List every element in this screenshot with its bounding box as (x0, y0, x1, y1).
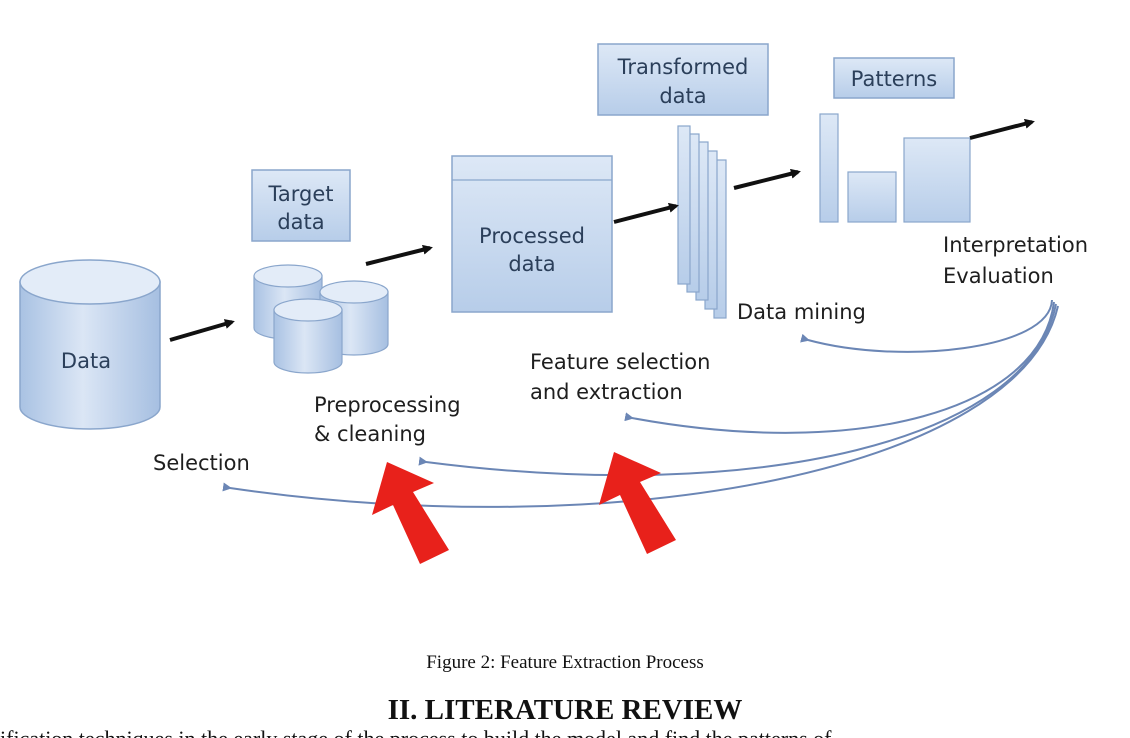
arrow-data-to-target (169, 319, 235, 342)
processed-data-box (451, 155, 613, 313)
step-preprocessing-line2: & cleaning (314, 422, 426, 446)
arrow-processed-to-transformed (613, 202, 679, 224)
patterns-label: Patterns (851, 67, 938, 91)
figure-caption: Figure 2: Feature Extraction Process (426, 652, 704, 673)
forward-flow-arrows (169, 118, 1035, 342)
pattern-shapes (819, 113, 971, 223)
arrow-target-to-processed (365, 244, 433, 266)
target-data-cylinders (253, 264, 389, 374)
feedback-to-preprocessing (418, 303, 1057, 477)
target-data-label-line1: Target (268, 182, 334, 206)
highlight-arrows (372, 452, 676, 564)
data-cylinder (19, 259, 161, 430)
body-text-cropped: ification techniques in the early stage … (0, 728, 1130, 738)
red-arrow-feature-selection (599, 452, 676, 554)
patterns-box (833, 57, 955, 99)
step-selection: Selection (153, 451, 250, 475)
step-interpretation-line1: Interpretation (943, 233, 1088, 257)
step-data-mining: Data mining (737, 300, 866, 324)
step-preprocessing-line1: Preprocessing (314, 393, 461, 417)
transformed-data-label-line2: data (659, 84, 706, 108)
step-feature-line2: and extraction (530, 380, 683, 404)
feedback-to-feature-selection (624, 301, 1055, 434)
transformed-data-sheets (677, 125, 727, 319)
target-data-box (251, 169, 351, 242)
arrow-patterns-to-knowledge (969, 118, 1035, 140)
step-feature-line1: Feature selection (530, 350, 710, 374)
processed-data-label-line2: data (508, 252, 555, 276)
section-heading: II. LITERATURE REVIEW (387, 694, 743, 726)
transformed-data-label-line1: Transformed (617, 55, 749, 79)
transformed-data-box (597, 43, 769, 116)
kdd-process-diagram: Data Target data Processed data Transfor… (19, 43, 1088, 564)
target-data-label-line2: data (277, 210, 324, 234)
arrow-transformed-to-patterns (733, 168, 801, 190)
processed-data-label-line1: Processed (479, 224, 585, 248)
red-arrow-preprocessing (372, 462, 449, 564)
feedback-to-data-mining (800, 299, 1053, 353)
step-interpretation-line2: Evaluation (943, 264, 1054, 288)
data-label: Data (61, 349, 111, 373)
